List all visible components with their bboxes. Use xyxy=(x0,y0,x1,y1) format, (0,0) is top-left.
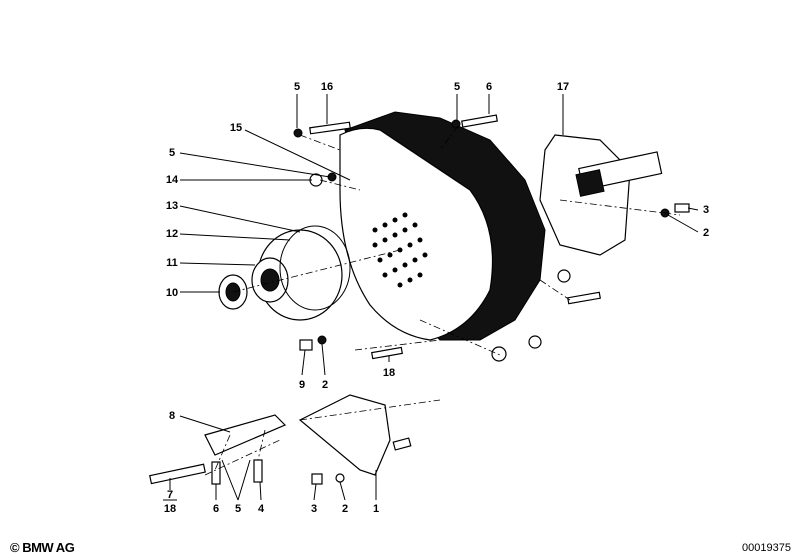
callout-14: 14 xyxy=(166,174,179,186)
callout-8: 8 xyxy=(169,410,175,422)
callout-5: 5 xyxy=(169,147,175,159)
callout-labels: 5 16 5 6 17 15 5 14 13 12 11 10 3 2 9 2 … xyxy=(164,81,709,515)
cover-plate[interactable] xyxy=(298,394,391,476)
leader-lines xyxy=(163,94,699,501)
callout-2: 2 xyxy=(342,503,348,515)
callout-13: 13 xyxy=(166,200,178,212)
copyright: © BMW AG xyxy=(10,540,75,555)
callout-5: 5 xyxy=(454,81,460,93)
pump-cover[interactable] xyxy=(251,229,343,321)
callout-2: 2 xyxy=(322,379,328,391)
callout-17: 17 xyxy=(557,81,569,93)
callout-4: 4 xyxy=(258,503,265,515)
bellhousing[interactable] xyxy=(339,111,546,341)
callout-15: 15 xyxy=(230,122,242,134)
callout-16: 16 xyxy=(321,81,333,93)
callout-18: 18 xyxy=(383,367,395,379)
callout-5: 5 xyxy=(294,81,300,93)
bolt-hole-pattern xyxy=(372,212,428,288)
callout-7: 7 xyxy=(167,489,173,501)
assembly-lines xyxy=(204,125,681,476)
callout-1: 1 xyxy=(373,503,379,515)
callout-3: 3 xyxy=(703,204,709,216)
callout-10: 10 xyxy=(166,287,178,299)
callout-11: 11 xyxy=(166,257,178,269)
callout-9: 9 xyxy=(299,379,305,391)
bracket[interactable] xyxy=(204,414,287,456)
callout-5: 5 xyxy=(235,503,241,515)
o-ring[interactable] xyxy=(279,225,351,311)
callout-3: 3 xyxy=(311,503,317,515)
callout-6: 6 xyxy=(486,81,492,93)
input-shaft[interactable] xyxy=(575,151,663,197)
callout-6: 6 xyxy=(213,503,219,515)
diagram-id: 00019375 xyxy=(742,542,791,554)
callout-18: 18 xyxy=(164,503,176,515)
callout-2: 2 xyxy=(703,227,709,239)
callout-12: 12 xyxy=(166,228,178,240)
